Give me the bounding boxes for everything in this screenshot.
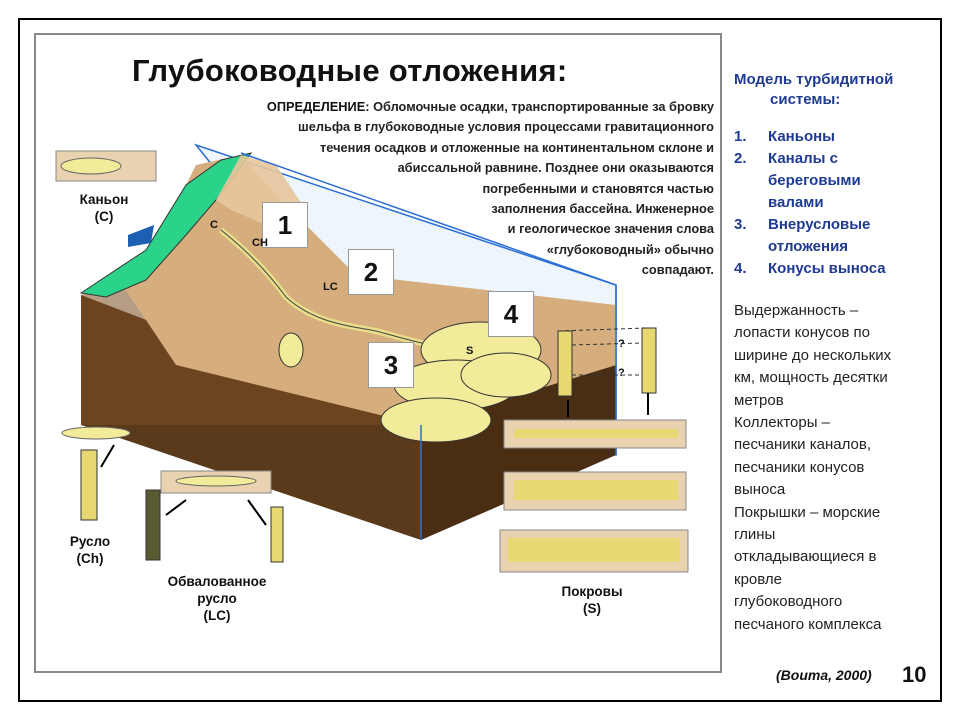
panel-body-line: кровле [734, 570, 782, 588]
figure: Глубоководные отложения: ОПРЕДЕЛЕНИЕ: Об… [34, 33, 722, 673]
panel-body-line: глины [734, 526, 776, 544]
panel-body: Выдержанность – лопасти конусов по ширин… [734, 300, 934, 636]
definition-line: шельфа в глубоководные условия процессам… [298, 119, 714, 135]
map-label-s: S [466, 345, 474, 357]
sheet-label-code: (S) [583, 601, 601, 616]
list-item-text: Конусы выноса [768, 260, 886, 277]
map-label-ch: CH [252, 237, 268, 249]
number-box-2: 2 [348, 249, 394, 295]
right-panel: Модель турбидитной системы: 1. Каньоны 2.… [734, 70, 944, 636]
citation: (Bouma, 2000) [776, 667, 872, 683]
canyon-label-code: (C) [94, 209, 114, 224]
definition-text: ОПРЕДЕЛЕНИЕ: Обломочные осадки, транспор… [186, 97, 714, 281]
list-item-number: 4. [734, 260, 747, 277]
number-box-3: 3 [368, 342, 414, 388]
channel-label-code: (Ch) [76, 551, 104, 566]
canyon-label-line: Каньон [79, 192, 129, 207]
list-item: 1. Каньоны [734, 126, 944, 148]
panel-body-line: Выдержанность – [734, 302, 859, 319]
slide-frame [18, 18, 942, 702]
canyon-label: Каньон (C) [64, 191, 144, 225]
definition-label: ОПРЕДЕЛЕНИЕ: [266, 99, 370, 114]
panel-body-line: песчаники конусов [734, 458, 865, 476]
question-mark: ? [618, 367, 625, 379]
list-item-number: 1. [734, 128, 747, 145]
definition-line: Обломочные осадки, транспортированные за… [373, 99, 714, 114]
panel-title-line: системы: [770, 91, 841, 108]
list-item: 4. Конусы выноса [734, 258, 944, 280]
levee-label-line: Обвалованное [167, 574, 267, 589]
panel-body-line: откладывающиеся в [734, 548, 877, 566]
panel-body-line: метров [734, 391, 784, 409]
panel-body-line: выноса [734, 481, 786, 499]
list-item-number: 3. [734, 216, 747, 233]
list-item: 2. Каналы с береговыми валами [734, 148, 944, 214]
panel-body-line: песчаники каналов, [734, 436, 871, 454]
channel-label-line: Русло [69, 534, 111, 549]
panel-body-line: глубоководного [734, 593, 843, 611]
sheet-label-line: Покровы [561, 584, 623, 599]
number-box-4: 4 [488, 291, 534, 337]
sheet-label: Покровы (S) [542, 583, 642, 617]
list-item: 3. Внерусловые отложения [734, 214, 944, 258]
definition-line: погребенными и становятся частью [482, 180, 714, 196]
list-item-number: 2. [734, 150, 747, 167]
list-item-text: Каналы с береговыми валами [768, 150, 861, 211]
definition-line: абиссальной равнине. Позднее они оказыва… [397, 160, 714, 176]
definition-line: заполнения бассейна. Инженерное [491, 201, 714, 217]
levee-label: Обвалованное русло (LC) [152, 573, 282, 624]
panel-body-line: ширине до нескольких [734, 346, 892, 364]
panel-body-line: лопасти конусов по [734, 324, 870, 342]
panel-body-line: Коллекторы – [734, 414, 831, 432]
slide-number: 10 [902, 662, 927, 687]
question-mark: ? [618, 338, 625, 350]
channel-label: Русло (Ch) [50, 533, 130, 567]
block-diagram [55, 143, 689, 573]
definition-line: и геологическое значения слова [507, 221, 714, 237]
number-box-1: 1 [262, 202, 308, 248]
map-label-c: C [210, 219, 218, 231]
levee-label-code: (LC) [203, 608, 231, 623]
levee-label-line: русло [197, 591, 237, 606]
panel-title: Модель турбидитной системы: [734, 70, 944, 110]
definition-line: течения осадков и отложенные на континен… [320, 139, 714, 155]
list-item-text: Каньоны [768, 128, 835, 145]
map-label-lc: LC [323, 281, 338, 293]
panel-body-line: км, мощность десятки [734, 369, 888, 387]
list-item-text: Внерусловые отложения [768, 216, 871, 255]
panel-title-line: Модель турбидитной [734, 71, 894, 88]
definition-line: совпадают. [641, 262, 714, 278]
panel-body-line: Покрышки – морские [734, 503, 881, 521]
definition-line: «глубоководный» обычно [546, 241, 714, 257]
panel-body-line: песчаного комплекса [734, 615, 882, 633]
figure-title: Глубоководные отложения: [132, 53, 568, 88]
panel-list: 1. Каньоны 2. Каналы с береговыми валами 3… [734, 126, 944, 280]
